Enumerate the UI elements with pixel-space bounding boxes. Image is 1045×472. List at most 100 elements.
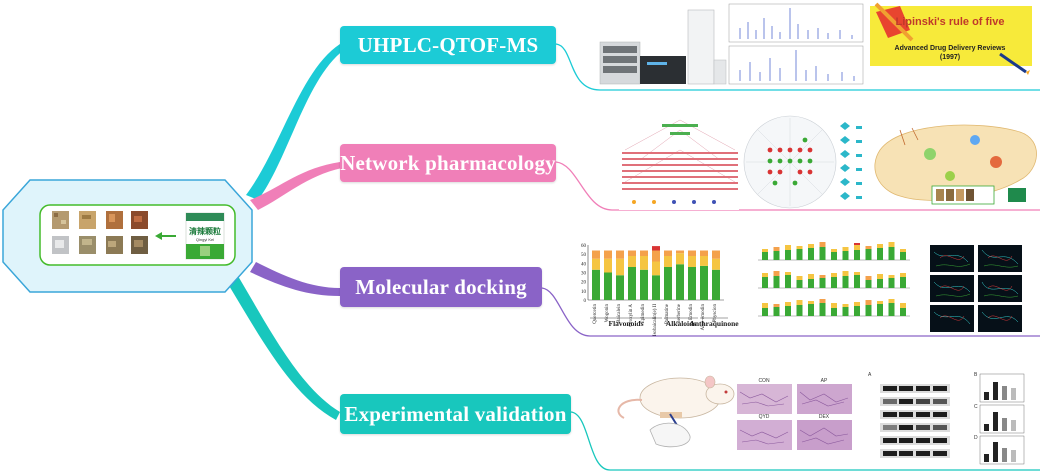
docking-bar-segment	[592, 250, 600, 259]
histo-label-con: CON	[758, 378, 770, 384]
mini-bar	[865, 280, 872, 288]
mini-bar	[900, 273, 906, 277]
mini-bar	[854, 306, 860, 316]
mini-bar	[785, 250, 791, 260]
mini-bar	[865, 246, 872, 249]
docking-x-tick: Baicalein	[617, 304, 622, 323]
panel-letter-a: A	[868, 372, 872, 378]
mini-bar	[888, 299, 895, 303]
line-3	[541, 287, 1040, 337]
mini-bar	[773, 307, 780, 316]
histo-label-ap: AP	[821, 378, 828, 384]
docking-x-tick: Oroxylin A	[629, 304, 634, 327]
mini-bar	[842, 251, 849, 260]
rat-illustration	[617, 375, 735, 448]
mini-bar	[900, 277, 906, 288]
mini-bar	[854, 250, 860, 260]
docking-bar-segment	[664, 267, 672, 300]
panel-letter-d: D	[974, 435, 978, 441]
docking-bar-segment	[676, 253, 684, 265]
docking-x-tick: Wogonin	[605, 304, 610, 323]
docking-x-tick: Quercetin	[593, 304, 598, 324]
mini-bar	[785, 245, 791, 250]
branch-curve-1	[246, 44, 344, 200]
docking-bar-segment	[712, 250, 720, 259]
lipinski-card	[870, 2, 1032, 75]
docking-bar-segment	[604, 272, 612, 300]
docking-group-label: Anthraquinone	[689, 319, 739, 328]
mini-bar	[842, 276, 849, 288]
mini-bar	[762, 249, 768, 252]
histo-label-qyd: QYD	[759, 414, 770, 420]
western-blot	[872, 372, 962, 464]
docking-bar-segment	[616, 275, 624, 300]
branch-molecular-docking: Molecular docking	[340, 267, 542, 307]
mini-bar	[831, 249, 837, 252]
mini-bar	[854, 302, 860, 306]
docking-y-tick: 30	[581, 272, 587, 277]
mini-bar	[762, 252, 768, 260]
mini-bar	[773, 251, 780, 260]
panel-letter-c: C	[974, 404, 978, 410]
docking-bar-segment	[592, 258, 600, 270]
branch-uhplc: UHPLC-QTOF-MS	[340, 26, 556, 64]
mini-bar	[854, 275, 860, 288]
mini-bar	[773, 247, 780, 251]
branch-network-label: Network pharmacology	[340, 150, 556, 175]
mini-bar	[762, 273, 768, 277]
mini-bar	[819, 275, 826, 278]
mini-bar	[785, 275, 791, 288]
docking-y-tick: 60	[581, 244, 587, 249]
line-4	[570, 411, 1040, 471]
mini-bar	[877, 244, 883, 248]
mini-bar	[808, 301, 814, 304]
branch-experimental-validation: Experimental validation	[340, 394, 571, 434]
docking-bar-segment	[628, 250, 636, 256]
mini-bar	[877, 248, 883, 260]
docking-x-tick: Epimedin	[641, 304, 646, 324]
docking-bar-segment	[712, 258, 720, 270]
branch-experimental-label: Experimental validation	[344, 401, 567, 426]
docking-bar-segment	[640, 256, 648, 270]
histo-label-dex: DEX	[819, 414, 830, 420]
docking-y-tick: 0	[584, 299, 587, 304]
mini-bar	[785, 272, 791, 275]
docking-bar-segment	[640, 250, 648, 256]
mini-bar	[808, 304, 814, 316]
mini-bar	[819, 299, 826, 303]
mini-bar	[796, 246, 803, 249]
mini-bar	[831, 252, 837, 260]
docking-x-tick: Berberine	[677, 303, 682, 323]
mini-bar	[796, 280, 803, 288]
docking-x-tick: Palmatine	[665, 303, 670, 324]
mini-bar	[762, 308, 768, 316]
mini-bar	[819, 242, 826, 247]
mini-bar	[900, 249, 906, 252]
lipinski-subtitle: Advanced Drug Delivery Reviews	[895, 45, 1006, 52]
branch-curve-2	[250, 162, 342, 210]
product-name: 清辣颗粒	[189, 226, 221, 236]
docking-bar-segment	[712, 269, 720, 300]
mini-bar	[796, 305, 803, 316]
branch-docking-label: Molecular docking	[355, 274, 527, 299]
branch-uhplc-label: UHPLC-QTOF-MS	[357, 32, 539, 57]
docking-bar-segment	[700, 250, 708, 256]
arrow-head	[155, 232, 162, 240]
mini-bar	[842, 271, 849, 276]
mini-bar	[865, 305, 872, 316]
lipinski-title: Lipinski's rule of five	[896, 16, 1005, 28]
mini-bar	[842, 247, 849, 251]
mini-bar	[762, 277, 768, 288]
mini-bar	[888, 242, 895, 247]
docking-x-tick: Physcion	[713, 304, 718, 323]
docking-bar-segment	[688, 267, 696, 300]
mini-bar	[900, 252, 906, 260]
docking-group-label: Alkaloids	[666, 319, 697, 328]
docking-bar-segment	[604, 250, 612, 259]
instrument-image	[599, 9, 727, 85]
mini-bar	[808, 279, 814, 288]
docking-bar-segment	[592, 269, 600, 300]
docking-bar-segment	[676, 264, 684, 300]
